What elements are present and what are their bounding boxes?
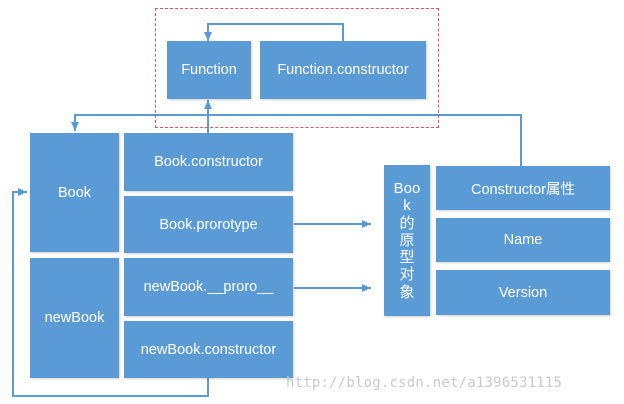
book-label: Book — [57, 184, 92, 201]
prototype-object-line: Boo — [393, 180, 421, 198]
watermark-url: http://blog.csdn.net/a1396531115 — [286, 375, 563, 391]
newbook-proto-box: newBook.__proro__ — [124, 258, 293, 316]
newbook-label: newBook — [44, 310, 105, 326]
book-constructor-box: Book.constructor — [124, 133, 293, 191]
version-label: Version — [498, 284, 548, 301]
book-box: Book — [30, 133, 119, 252]
function-constructor-label: Function.constructor — [277, 62, 409, 78]
name-box: Name — [436, 218, 610, 262]
arrow-constructor-attr-to-book — [71, 114, 522, 166]
constructor-attr-label: Constructor属性 — [471, 181, 575, 198]
prototype-object-line: k — [403, 197, 411, 215]
prototype-object-line: 对 — [399, 266, 415, 284]
prototype-object-line: 原 — [399, 231, 415, 249]
prototype-object-line: 的 — [399, 214, 415, 232]
function-box: Function — [167, 41, 251, 99]
constructor-attr-box: Constructor属性 — [436, 166, 610, 210]
name-label: Name — [503, 232, 543, 248]
function-constructor-box: Function.constructor — [260, 41, 426, 99]
prototype-object-box: Boo k 的 原 型 对 象 — [384, 165, 430, 316]
version-box: Version — [436, 270, 610, 315]
arrow-newbook-constructor-to-book — [12, 188, 209, 397]
newbook-constructor-box: newBook.constructor — [124, 321, 293, 378]
function-group-border — [155, 8, 439, 128]
book-prototype-box: Book.prorotype — [124, 196, 293, 253]
function-label: Function — [181, 62, 237, 78]
newbook-proto-label: newBook.__proro__ — [143, 279, 274, 295]
prototype-object-line: 象 — [399, 283, 415, 301]
arrow-function-constructor-to-function — [204, 23, 344, 42]
book-prototype-label: Book.prorotype — [159, 216, 258, 233]
newbook-constructor-label: newBook.constructor — [140, 341, 277, 358]
prototype-object-line: 型 — [399, 249, 415, 267]
book-constructor-label: Book.constructor — [154, 154, 263, 170]
newbook-box: newBook — [30, 258, 119, 378]
